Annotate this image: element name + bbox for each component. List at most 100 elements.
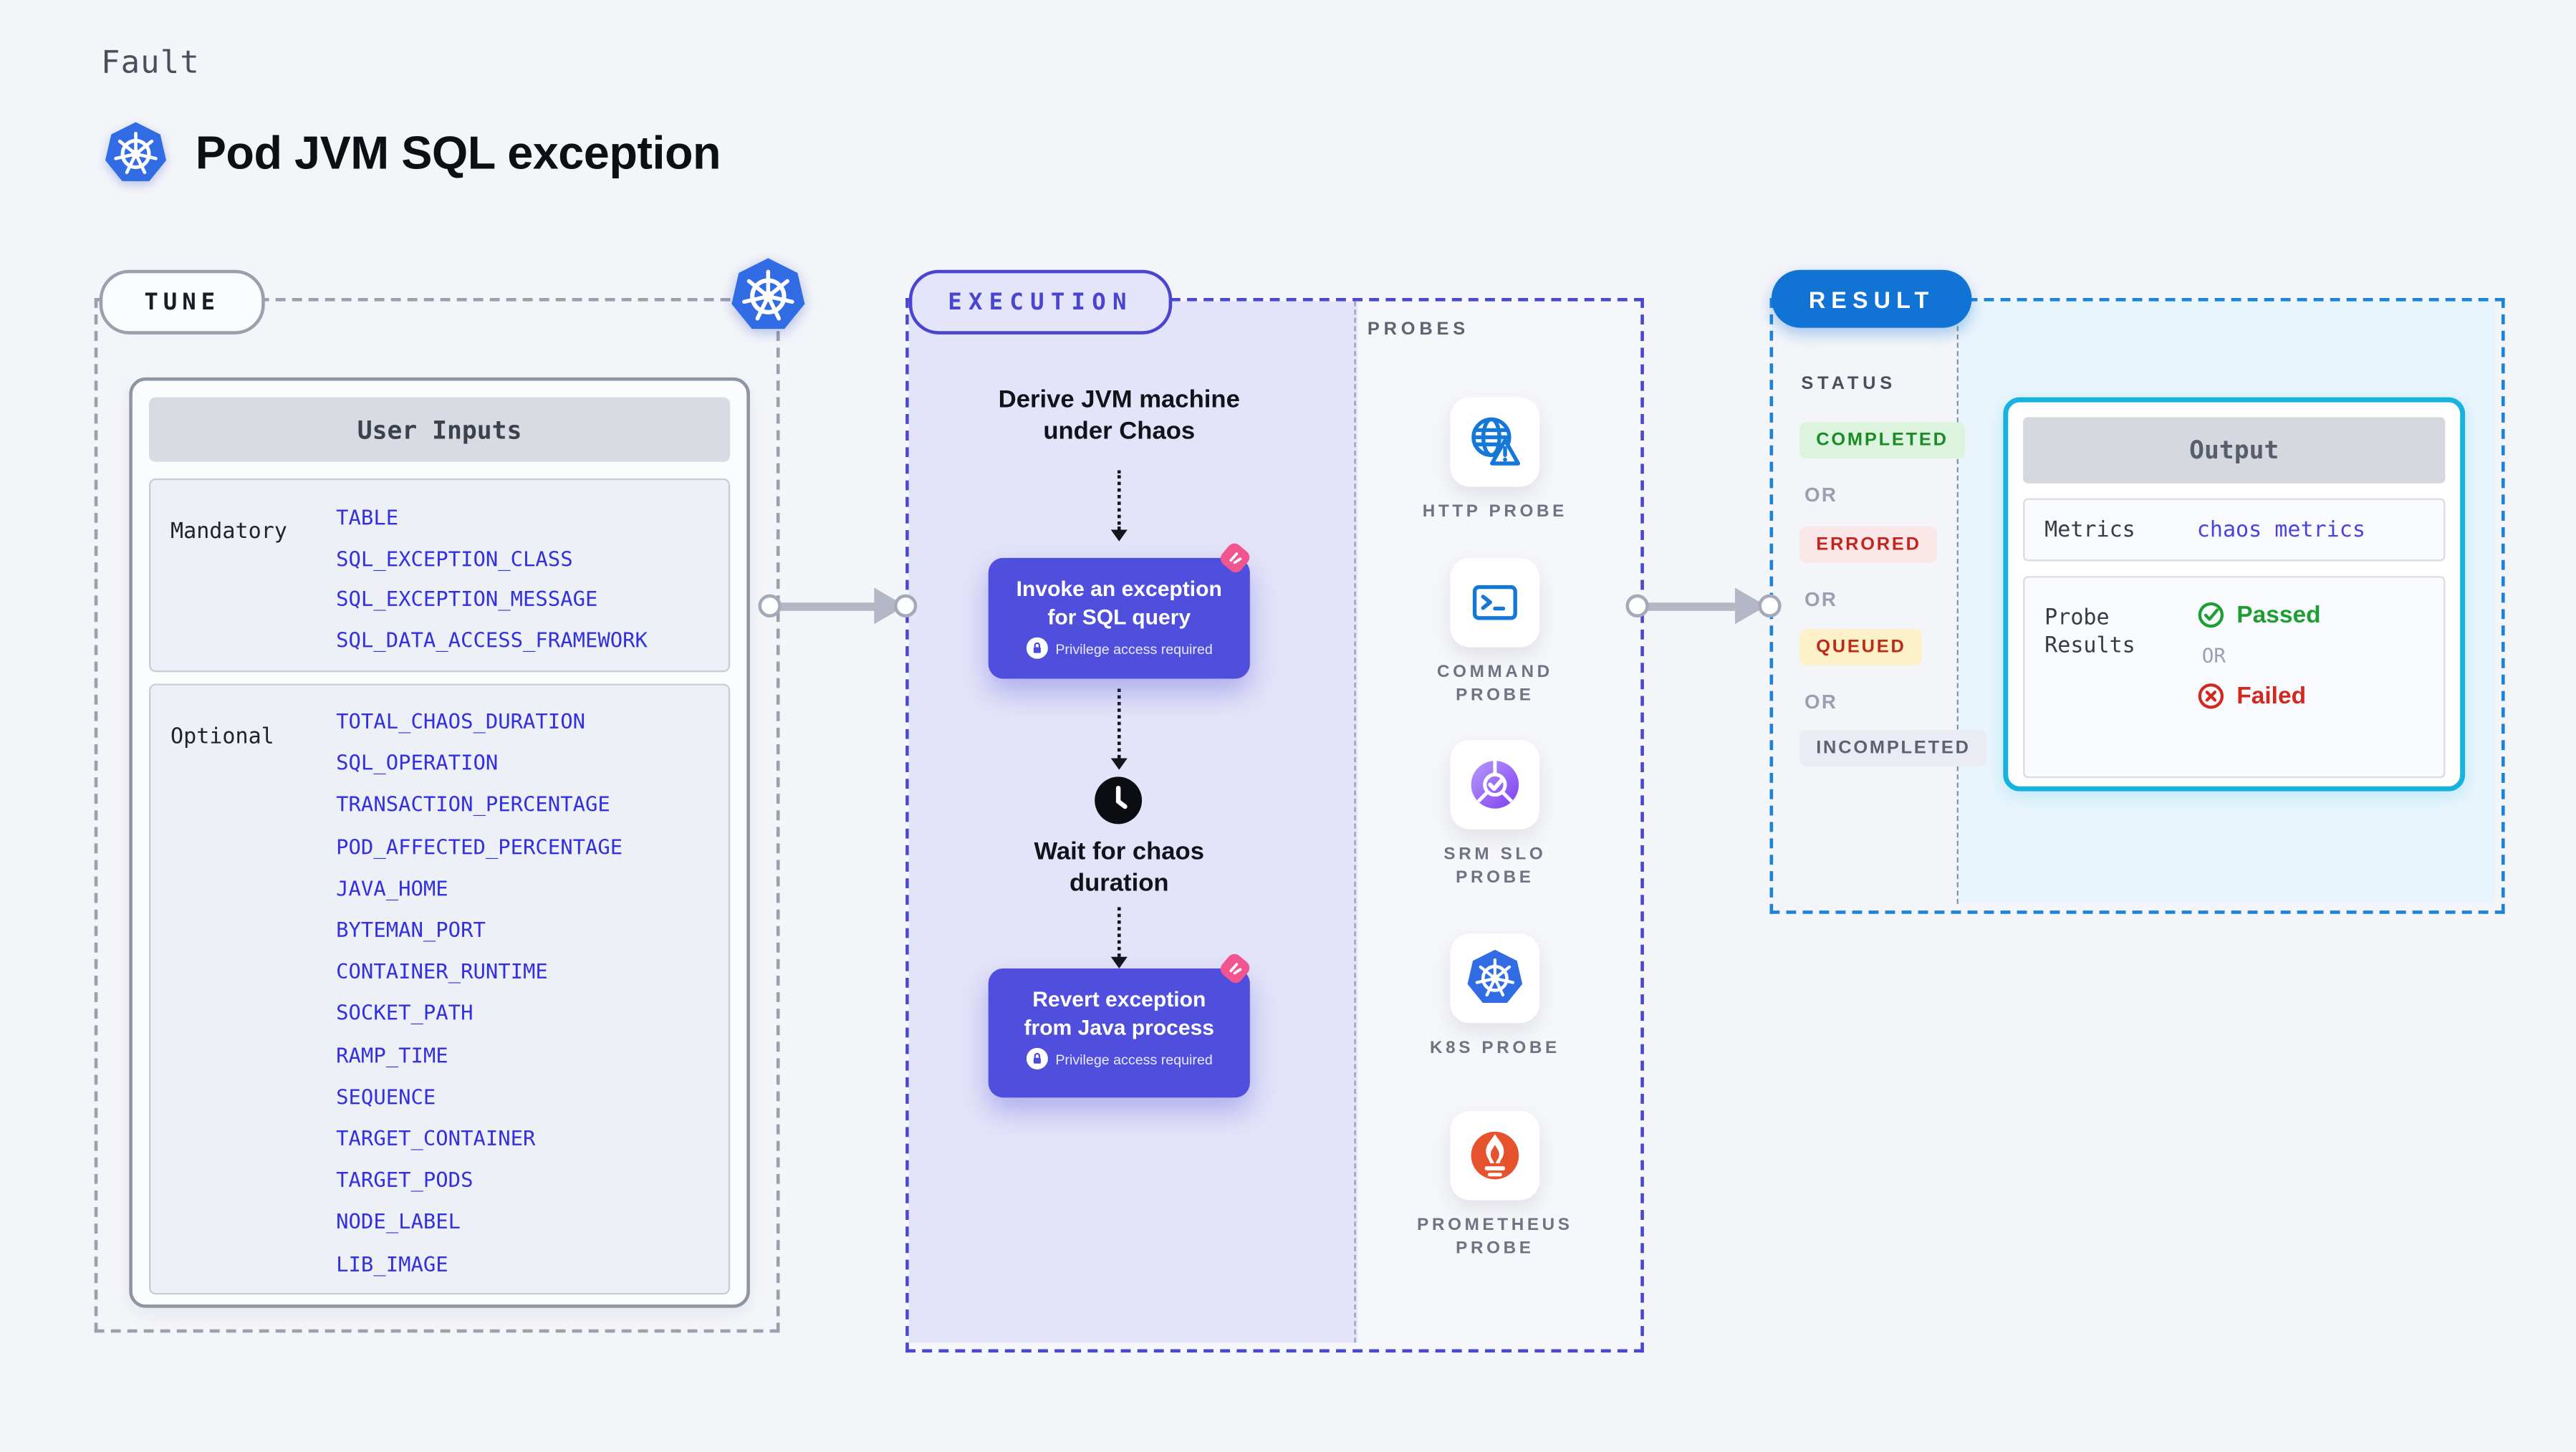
litmus-chaos-icon	[1220, 543, 1250, 572]
connector-dot	[1757, 593, 1781, 617]
passed-label: Passed	[2236, 602, 2321, 629]
check-circle-icon	[2198, 602, 2224, 628]
param: SOCKET_PATH	[336, 1000, 474, 1026]
metrics-value: chaos metrics	[2196, 517, 2365, 542]
mandatory-row: Mandatory TABLE SQL_EXCEPTION_CLASS SQL_…	[148, 478, 731, 673]
param: NODE_LABEL	[336, 1209, 461, 1234]
tune-pill: TUNE	[99, 269, 265, 335]
connector-dot	[1625, 593, 1648, 617]
probes-divider	[1354, 301, 1356, 1343]
dotted-arrow-head	[1110, 529, 1128, 542]
optional-label: Optional	[170, 725, 274, 750]
param: SQL_DATA_ACCESS_FRAMEWORK	[336, 627, 648, 653]
mandatory-params: TABLE SQL_EXCEPTION_CLASS SQL_EXCEPTION_…	[336, 480, 648, 670]
execution-panel	[905, 297, 1644, 1353]
param: SQL_OPERATION	[336, 750, 499, 776]
probe-label-command: COMMAND PROBE	[1436, 662, 1553, 706]
probe-verdicts: Passed OR Failed	[2197, 578, 2321, 777]
mandatory-label: Mandatory	[170, 519, 287, 545]
result-divider	[1956, 301, 1959, 904]
probe-card-http	[1450, 397, 1540, 487]
page-title: Pod JVM SQL exception	[195, 127, 721, 179]
kubernetes-icon	[105, 122, 167, 181]
param: BYTEMAN_PORT	[336, 917, 486, 943]
metrics-label: Metrics	[2044, 517, 2135, 542]
status-badge-completed: COMPLETED	[1799, 422, 1965, 459]
probe-card-srm-slo	[1450, 740, 1540, 830]
privilege-note: Privilege access required	[1055, 640, 1213, 657]
k8s-probe-icon	[1467, 949, 1523, 1003]
param: TARGET_PODS	[336, 1167, 474, 1193]
param: TABLE	[336, 504, 399, 530]
probe-card-command	[1450, 557, 1540, 648]
connector-dot	[893, 593, 917, 617]
lock-icon	[1025, 1047, 1047, 1069]
step-invoke-exception: Invoke an exception for SQL query Privil…	[988, 557, 1250, 679]
metrics-row: Metrics chaos metrics	[2023, 498, 2446, 562]
kubernetes-icon	[731, 258, 805, 330]
step-revert-exception: Revert exception from Java process Privi…	[988, 968, 1250, 1098]
tune-panel	[94, 297, 780, 1333]
user-inputs-table: User Inputs Mandatory TABLE SQL_EXCEPTIO…	[129, 377, 750, 1308]
failed-label: Failed	[2236, 683, 2307, 710]
probe-label-prometheus: PROMETHEUS PROBE	[1417, 1215, 1573, 1259]
probe-label-k8s: K8S PROBE	[1429, 1038, 1560, 1058]
x-circle-icon	[2198, 683, 2224, 709]
param: RAMP_TIME	[336, 1042, 448, 1067]
optional-row: Optional TOTAL_CHAOS_DURATION SQL_OPERAT…	[148, 683, 731, 1295]
param: LIB_IMAGE	[336, 1251, 448, 1276]
probe-results-label: Probe Results	[2044, 605, 2135, 659]
or-label: OR	[1804, 587, 1838, 611]
dotted-arrow	[1117, 688, 1121, 759]
or-label: OR	[1804, 483, 1838, 507]
or-label: OR	[1804, 690, 1838, 714]
srm-slo-probe-icon	[1471, 761, 1519, 809]
step-derive-jvm: Derive JVM machine under Chaos	[998, 385, 1240, 446]
connector-dot	[757, 593, 781, 617]
param: POD_AFFECTED_PERCENTAGE	[336, 833, 623, 859]
status-title: STATUS	[1801, 374, 1897, 395]
param: SEQUENCE	[336, 1084, 436, 1110]
optional-params: TOTAL_CHAOS_DURATION SQL_OPERATION TRANS…	[336, 686, 623, 1293]
privilege-note: Privilege access required	[1055, 1050, 1213, 1067]
probe-label-srm-slo: SRM SLO PROBE	[1443, 844, 1547, 888]
param: TARGET_CONTAINER	[336, 1125, 536, 1151]
http-probe-icon	[1471, 417, 1521, 466]
dotted-arrow-head	[1110, 956, 1128, 968]
dotted-arrow-head	[1110, 758, 1128, 770]
output-title: Output	[2023, 417, 2446, 484]
dotted-arrow	[1117, 907, 1121, 957]
param: TOTAL_CHAOS_DURATION	[336, 708, 585, 734]
probe-card-k8s	[1450, 933, 1540, 1024]
command-probe-icon	[1472, 585, 1517, 620]
step-invoke-label: Invoke an exception for SQL query	[1016, 576, 1222, 629]
status-badge-queued: QUEUED	[1799, 629, 1923, 666]
param: SQL_EXCEPTION_CLASS	[336, 545, 573, 571]
prometheus-probe-icon	[1471, 1131, 1519, 1180]
flow-arrow	[776, 602, 880, 610]
probe-label-http: HTTP PROBE	[1422, 501, 1567, 521]
result-pill: RESULT	[1771, 269, 1972, 328]
flow-arrow	[1640, 602, 1740, 610]
probes-title: PROBES	[1367, 319, 1469, 340]
dotted-arrow	[1117, 470, 1121, 530]
step-wait-duration: Wait for chaos duration	[1034, 837, 1205, 898]
user-inputs-title: User Inputs	[148, 397, 731, 462]
probe-results-row: Probe Results Passed OR Failed	[2023, 576, 2446, 779]
execution-flow-area	[908, 301, 1358, 1343]
litmus-chaos-icon	[1220, 953, 1250, 984]
param: CONTAINER_RUNTIME	[336, 958, 548, 984]
lock-icon	[1025, 637, 1047, 659]
param: JAVA_HOME	[336, 875, 448, 900]
status-badge-errored: ERRORED	[1799, 526, 1938, 563]
clock-icon	[1095, 777, 1143, 824]
or-label: OR	[2201, 643, 2226, 668]
fault-kicker: Fault	[100, 44, 200, 82]
probe-card-prometheus	[1450, 1110, 1540, 1201]
execution-pill: EXECUTION	[908, 269, 1173, 335]
param: SQL_EXCEPTION_MESSAGE	[336, 586, 598, 612]
param: TRANSACTION_PERCENTAGE	[336, 792, 610, 817]
status-badge-incompleted: INCOMPLETED	[1799, 730, 1987, 767]
step-revert-label: Revert exception from Java process	[1024, 986, 1215, 1039]
